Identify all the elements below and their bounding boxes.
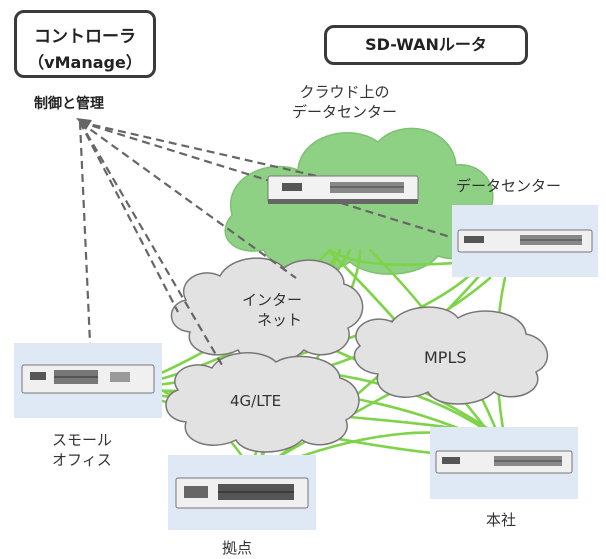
lte-label: 4G/LTE <box>230 392 282 410</box>
mpls-cloud <box>353 306 549 405</box>
controller-box: コントローラ （vManage） <box>14 10 156 78</box>
lte-cloud <box>165 352 360 453</box>
branch-label: 拠点 <box>222 539 253 557</box>
hq-label: 本社 <box>486 511 517 529</box>
control-label: 制御と管理 <box>34 96 104 112</box>
controller-subtitle: （vManage） <box>28 53 142 72</box>
datacenter-router-device <box>452 205 598 277</box>
controller-title: コントローラ <box>34 27 136 47</box>
hq-router-device <box>430 427 578 499</box>
cloud-router-device <box>267 175 419 204</box>
router-box-label: SD-WANルータ <box>365 35 487 54</box>
internet-label: インター ネット <box>242 291 303 330</box>
arrow-head-icon <box>76 118 92 130</box>
router-box: SD-WANルータ <box>324 25 528 65</box>
small-office-router-device <box>14 343 162 418</box>
branch-router-device <box>168 455 316 530</box>
small-office-label: スモール オフィス <box>52 431 113 470</box>
internet-cloud <box>170 257 364 364</box>
mpls-label: MPLS <box>424 348 467 367</box>
cloud-dc-label: クラウド上の データセンター <box>292 83 398 122</box>
dc-label: データセンター <box>456 177 562 195</box>
